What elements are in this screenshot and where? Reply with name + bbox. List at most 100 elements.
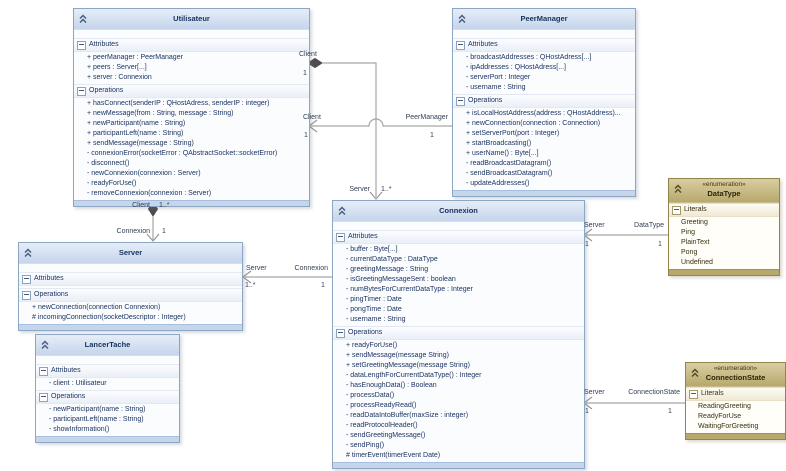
class-server[interactable]: Server Attributes Operations + newConnec… [18, 242, 243, 331]
attributes-header[interactable]: Attributes [19, 272, 242, 286]
operation-item[interactable]: - readProtocolHeader() [346, 422, 418, 429]
class-server-titlebar[interactable]: Server [19, 243, 242, 264]
multiplicity-label[interactable]: 1 [668, 408, 672, 415]
operation-item[interactable]: + newConnection(connection : Connection) [466, 120, 601, 127]
minus-box-icon[interactable] [22, 290, 31, 300]
enum-datatype[interactable]: «enumeration» DataType Literals Greeting… [668, 178, 780, 276]
attribute-item[interactable]: - buffer : Byte[...] [346, 246, 398, 253]
class-peermanager[interactable]: PeerManager Attributes - broadcastAddres… [452, 8, 636, 197]
class-lancertache-titlebar[interactable]: LancerTache [36, 335, 179, 356]
attribute-item[interactable]: - username : String [346, 316, 406, 323]
class-utilisateur[interactable]: Utilisateur Attributes + peerManager : P… [73, 8, 310, 207]
attribute-item[interactable]: + peers : Server[...] [87, 64, 147, 71]
operation-item[interactable]: + readyForUse() [346, 342, 398, 349]
operation-item[interactable]: + startBroadcasting() [466, 140, 532, 147]
attribute-item[interactable]: + server : Connexion [87, 74, 152, 81]
attribute-item[interactable]: - ipAddresses : QHostAdress[...] [466, 64, 566, 71]
literal-item[interactable]: WaitingForGreeting [698, 423, 759, 430]
double-chevron-up-icon[interactable] [337, 206, 347, 216]
minus-box-icon[interactable] [336, 232, 345, 242]
attributes-header[interactable]: Attributes [74, 38, 309, 52]
multiplicity-label[interactable]: 1..* [245, 282, 256, 289]
operation-item[interactable]: - disconnect() [87, 160, 130, 167]
minus-box-icon[interactable] [672, 205, 681, 215]
operation-item[interactable]: + isLocalHostAddress(address : QHostAddr… [466, 110, 621, 117]
operation-item[interactable]: - newConnexion(connexion : Server) [87, 170, 201, 177]
attribute-item[interactable]: - serverPort : Integer [466, 74, 531, 81]
minus-box-icon[interactable] [456, 96, 465, 106]
role-label-peermanager[interactable]: PeerManager [405, 114, 448, 121]
attribute-item[interactable]: - isGreetingMessageSent : boolean [346, 276, 456, 283]
operation-item[interactable]: - sendPing() [346, 442, 385, 449]
double-chevron-up-icon[interactable] [457, 14, 467, 24]
operation-item[interactable]: + sendMessage(message : String) [87, 140, 194, 147]
operation-item[interactable]: - connexionError(socketError : QAbstract… [87, 150, 278, 157]
double-chevron-up-icon[interactable] [40, 340, 50, 350]
minus-box-icon[interactable] [22, 274, 31, 284]
literal-item[interactable]: Undefined [681, 259, 713, 266]
minus-box-icon[interactable] [77, 40, 86, 50]
association-connexion-datatype[interactable] [583, 228, 668, 242]
operation-item[interactable]: - hasEnoughData() : Boolean [346, 382, 437, 389]
role-label-connectionstate[interactable]: ConnectionState [628, 389, 680, 396]
operations-header[interactable]: Operations [19, 288, 242, 302]
operation-item[interactable]: - updateAddresses() [466, 180, 530, 187]
operation-item[interactable]: - sendGreetingMessage() [346, 432, 426, 439]
double-chevron-up-icon[interactable] [23, 248, 33, 258]
double-chevron-up-icon[interactable] [78, 14, 88, 24]
operation-item[interactable]: - readDataIntoBuffer(maxSize : integer) [346, 412, 469, 419]
enum-datatype-titlebar[interactable]: «enumeration» DataType [669, 179, 779, 203]
attribute-item[interactable]: - greetingMessage : String [346, 266, 429, 273]
operation-item[interactable]: + newParticipant(name : String) [87, 120, 186, 127]
literal-item[interactable]: Pong [681, 249, 698, 256]
operation-item[interactable]: - newParticipant(name : String) [49, 406, 146, 413]
operation-item[interactable]: + hasConnect(senderIP : QHostAdress, sen… [87, 100, 270, 107]
role-label-server[interactable]: Server [584, 222, 605, 229]
attribute-item[interactable]: + peerManager : PeerManager [87, 54, 183, 61]
literal-item[interactable]: Greeting [681, 219, 708, 226]
operation-item[interactable]: # timerEvent(timerEvent Date) [346, 452, 441, 459]
operation-item[interactable]: - processReadyRead() [346, 402, 417, 409]
attribute-item[interactable]: - numBytesForCurrentDataType : Integer [346, 286, 473, 293]
class-lancertache[interactable]: LancerTache Attributes - client : Utilis… [35, 334, 180, 443]
class-connexion[interactable]: Connexion Attributes - buffer : Byte[...… [332, 200, 585, 469]
operation-item[interactable]: + setGreetingMessage(message String) [346, 362, 470, 369]
operation-item[interactable]: # incomingConnection(socketDescriptor : … [32, 314, 186, 321]
operation-item[interactable]: + userName() : Byte[...] [466, 150, 539, 157]
multiplicity-label[interactable]: 1..* [159, 202, 170, 209]
role-label-client[interactable]: Client [132, 202, 150, 209]
role-label-client[interactable]: Client [299, 51, 317, 58]
double-chevron-up-icon[interactable] [673, 184, 683, 194]
literal-item[interactable]: ReadingGreeting [698, 403, 751, 410]
literal-item[interactable]: Ping [681, 229, 696, 236]
multiplicity-label[interactable]: 1 [304, 132, 308, 139]
operations-header[interactable]: Operations [333, 326, 584, 340]
operations-header[interactable]: Operations [74, 84, 309, 98]
attribute-item[interactable]: - pongTime : Date [346, 306, 402, 313]
operation-item[interactable]: + sendMessage(message String) [346, 352, 449, 359]
operation-item[interactable]: + newMessage(from : String, message : St… [87, 110, 234, 117]
operation-item[interactable]: - participantLeft(name : String) [49, 416, 144, 423]
operation-item[interactable]: + newConnection(connection Connexion) [32, 304, 161, 311]
class-utilisateur-titlebar[interactable]: Utilisateur [74, 9, 309, 30]
operation-item[interactable]: - dataLengthForCurrentDataType() : Integ… [346, 372, 482, 379]
role-label-server[interactable]: Server [584, 389, 605, 396]
operation-item[interactable]: - readyForUse() [87, 180, 137, 187]
operation-item[interactable]: + participantLeft(name : String) [87, 130, 184, 137]
role-label-server[interactable]: Server [349, 186, 370, 193]
attribute-item[interactable]: - broadcastAddresses : QHostAdress[...] [466, 54, 592, 61]
operation-item[interactable]: - showInformation() [49, 426, 110, 433]
literal-item[interactable]: ReadyForUse [698, 413, 742, 420]
attribute-item[interactable]: - client : Utilisateur [49, 380, 107, 387]
attributes-header[interactable]: Attributes [453, 38, 635, 52]
enum-connectionstate[interactable]: «enumeration» ConnectionState Literals R… [685, 362, 786, 440]
attributes-header[interactable]: Attributes [333, 230, 584, 244]
role-label-client[interactable]: Client [303, 114, 321, 121]
attribute-item[interactable]: - currentDataType : DataType [346, 256, 438, 263]
literal-item[interactable]: PlainText [681, 239, 710, 246]
role-label-server[interactable]: Server [246, 265, 267, 272]
operation-item[interactable]: - removeConnexion(connexion : Server) [87, 190, 212, 197]
operation-item[interactable]: - sendBroadcastDatagram() [466, 170, 553, 177]
minus-box-icon[interactable] [39, 366, 48, 376]
minus-box-icon[interactable] [456, 40, 465, 50]
